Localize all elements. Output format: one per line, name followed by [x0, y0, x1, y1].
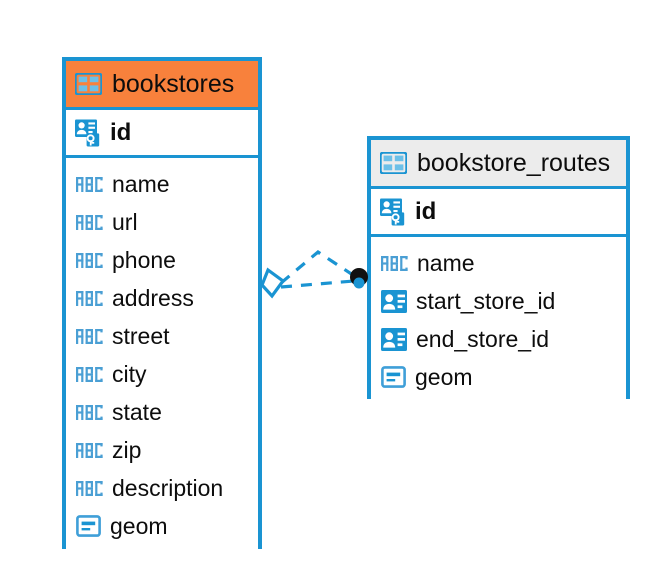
field-label-end-store-id: end_store_id	[416, 325, 549, 352]
field-row-start-store-id[interactable]: start_store_id	[371, 282, 626, 320]
foreign-key-icon	[381, 289, 407, 313]
relationship-line-end-store	[279, 250, 357, 285]
text-type-icon	[76, 214, 103, 230]
field-row-name[interactable]: name	[371, 244, 626, 282]
primary-key-row-bookstores[interactable]: id	[66, 110, 258, 158]
text-type-icon	[76, 290, 103, 306]
entity-table-bookstores[interactable]: bookstores id name url phone address street c…	[62, 57, 262, 553]
relationship-diamond-marker	[260, 267, 286, 299]
field-row-city[interactable]: city	[66, 355, 258, 393]
field-row-address[interactable]: address	[66, 279, 258, 317]
field-row-geom[interactable]: geom	[66, 507, 258, 545]
text-type-icon	[381, 255, 408, 271]
field-row-street[interactable]: street	[66, 317, 258, 355]
text-type-icon	[76, 366, 103, 382]
geometry-type-icon	[76, 515, 101, 537]
field-list-bookstores: name url phone address street city state zip des…	[66, 158, 258, 553]
field-label-state: state	[112, 398, 162, 425]
field-label-address: address	[112, 284, 194, 311]
primary-key-label-bookstore-routes: id	[415, 197, 437, 225]
foreign-key-icon	[381, 327, 407, 351]
field-label-description: description	[112, 474, 224, 501]
field-label-url: url	[112, 208, 138, 235]
primary-key-icon	[380, 198, 405, 225]
table-icon	[380, 152, 407, 174]
primary-key-row-bookstore-routes[interactable]: id	[371, 189, 626, 237]
field-row-name[interactable]: name	[66, 165, 258, 203]
text-type-icon	[76, 176, 103, 192]
text-type-icon	[76, 252, 103, 268]
table-icon	[75, 73, 102, 95]
relationship-line-start-store	[280, 279, 355, 289]
field-label-street: street	[112, 322, 170, 349]
field-row-description[interactable]: description	[66, 469, 258, 507]
entity-header-bookstore-routes[interactable]: bookstore_routes	[371, 140, 626, 189]
field-row-phone[interactable]: phone	[66, 241, 258, 279]
text-type-icon	[76, 328, 103, 344]
entity-header-bookstores[interactable]: bookstores	[66, 61, 258, 110]
field-row-zip[interactable]: zip	[66, 431, 258, 469]
text-type-icon	[76, 404, 103, 420]
text-type-icon	[76, 442, 103, 458]
field-row-geom[interactable]: geom	[371, 358, 626, 396]
geometry-type-icon	[381, 366, 406, 388]
field-row-end-store-id[interactable]: end_store_id	[371, 320, 626, 358]
field-label-name: name	[417, 249, 475, 276]
field-label-name: name	[112, 170, 170, 197]
field-label-geom: geom	[110, 512, 168, 539]
field-row-state[interactable]: state	[66, 393, 258, 431]
primary-key-label-bookstores: id	[110, 118, 132, 146]
entity-title-bookstore-routes: bookstore_routes	[417, 148, 611, 177]
relationship-circle-marker	[350, 268, 368, 289]
field-label-zip: zip	[112, 436, 142, 463]
primary-key-icon	[75, 119, 100, 146]
field-label-start-store-id: start_store_id	[416, 287, 556, 314]
field-row-url[interactable]: url	[66, 203, 258, 241]
field-label-geom: geom	[415, 363, 473, 390]
text-type-icon	[76, 480, 103, 496]
field-label-city: city	[112, 360, 147, 387]
entity-title-bookstores: bookstores	[112, 69, 235, 98]
field-label-phone: phone	[112, 246, 176, 273]
